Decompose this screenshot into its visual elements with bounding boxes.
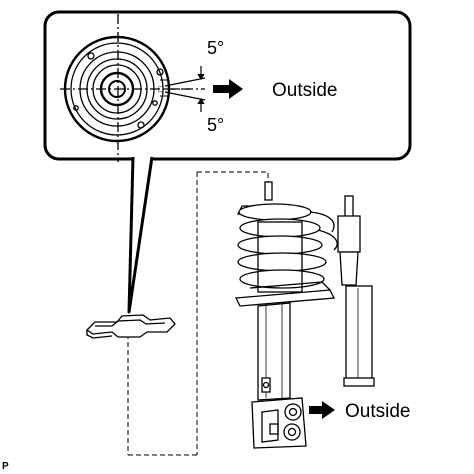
angle-upper-label: 5° <box>207 38 224 58</box>
figure-code: P <box>2 461 9 472</box>
mount-plate <box>85 314 176 339</box>
mount-top-view: □ <box>60 14 190 162</box>
shock-absorber <box>309 195 375 387</box>
assembly-outside-label: Outside <box>345 401 410 422</box>
outside-arrow-icon <box>213 79 243 99</box>
strut-assembly <box>234 181 336 449</box>
callout-pointer <box>127 156 154 314</box>
angle-indicator <box>164 66 206 112</box>
angle-lower-label: 5° <box>207 115 224 135</box>
callout-outside-label: Outside <box>272 80 337 101</box>
mount-mark: □ <box>158 84 164 94</box>
assembly-outside-arrow-icon <box>309 401 335 419</box>
